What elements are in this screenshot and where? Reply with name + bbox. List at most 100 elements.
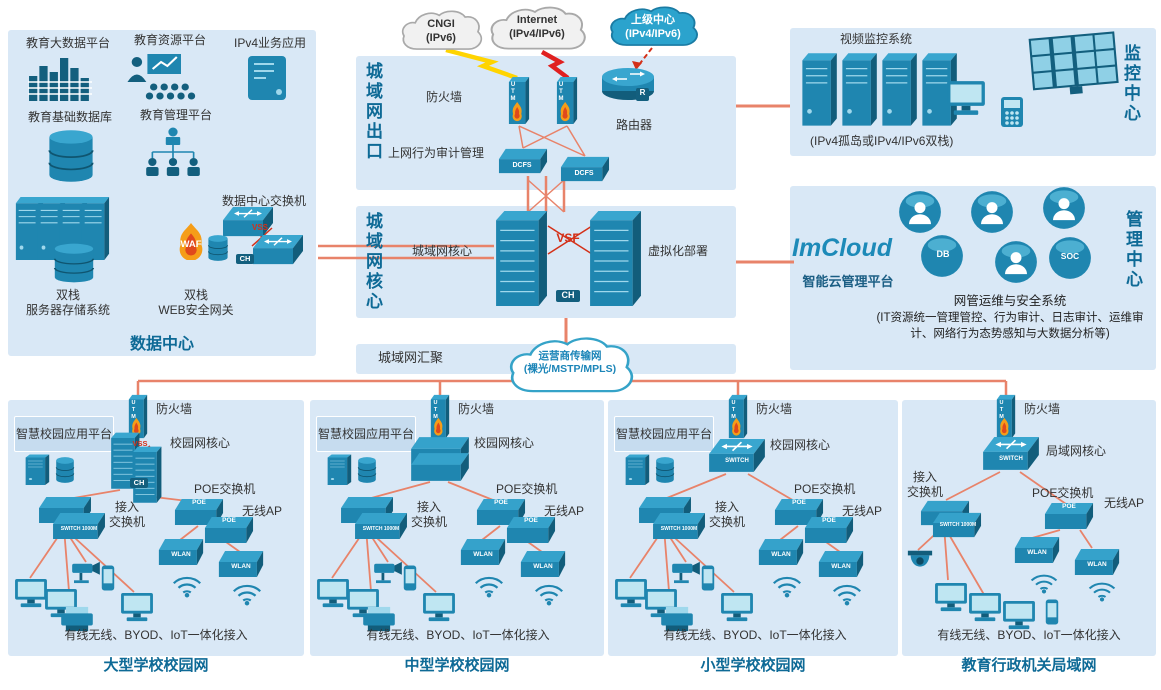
label-man-core: 城域网核心 [412,244,473,258]
app-server-icon [246,54,288,102]
campus-core-chassis-icon [132,446,162,504]
label-dual-stack-web-gateway: 双栈 WEB安全网关 [158,288,234,317]
monitor-icon [946,80,986,116]
cloud-carrier-name: 运营商传输网 [538,350,602,362]
web-gateway-db-icon [206,234,230,262]
cloud-cngi-proto: (IPv6) [426,31,456,44]
label-campus3-firewall: 防火墙 [756,402,793,416]
label-campus3-ap: 无线AP [842,504,883,518]
cloud-cngi: CNGI(IPv6) [398,8,484,54]
label-campus1-access: 接入 交换机 [108,500,145,529]
core-chassis-icon [494,210,548,308]
vsf-label: VSF [556,231,580,245]
label-campus3-core: 校园网核心 [770,438,831,452]
database-icon [54,456,76,484]
poe-label: POE [524,517,538,524]
wifi-signal-icon [830,582,864,606]
pc-monitor-icon [720,592,754,622]
label-aggregation: 城域网汇聚 [378,350,444,365]
label-campus2-access: 接入 交换机 [410,500,447,529]
phone-icon [700,564,716,592]
ch-bad​ge: CH [236,254,254,264]
poe-label: POE [192,499,206,506]
vss-label: VSS [251,223,268,232]
phone-icon [100,564,116,592]
switch-label: SWITCH [725,458,749,464]
db-label: DB [936,249,950,259]
label-campus1-ap: 无线AP [242,504,283,518]
label-ipv4-app: IPv4业务应用 [233,36,306,50]
pc-monitor-icon [422,592,456,622]
app-server-icon [624,454,650,486]
pc-monitor-icon [968,592,1002,622]
database-icon [44,128,98,184]
campus1-app-platform-box: 智慧校园应用平台 [14,416,114,452]
ch-badge: CH [556,290,580,302]
label-dc-switch: 数据中心交换机 [221,194,306,208]
cloud-carrier-tech: (裸光/MSTP/MPLS) [523,363,617,376]
dcfs-label: DCFS [574,170,594,177]
cloud-upper-center: 上级中心(IPv4/IPv6) [606,4,700,50]
utm-label: UTM [998,400,1005,421]
label-basic-database: 教育基础数据库 [27,110,112,124]
camera-icon [70,560,102,584]
label-nms-desc: (IT资源统一管理管控、行为审计、日志审计、运维审计、网络行为态势感知与大数据分… [876,312,1144,341]
campus3-app-platform-box: 智慧校园应用平台 [614,416,714,452]
switch-1000m-label: SWITCH 1000M [660,526,698,532]
switch-1000m-label: SWITCH 1000M [60,526,98,532]
cloud-carrier-network: 运营商传输网(裸光/MSTP/MPLS) [504,334,636,398]
org-chart-icon [140,126,206,178]
label-cloud-platform: 智能云管理平台 [802,274,894,289]
pc-monitor-icon [14,578,48,608]
utm-label: UTM [730,400,737,421]
panel-title-data-center: 数据中心 [129,336,194,353]
database-icon [654,456,676,484]
lan-core-switch-icon [982,436,1040,472]
label-campus2-firewall: 防火墙 [458,402,495,416]
panel-title-man-exit: 城域网出口 [363,62,382,162]
label-campus4-access: 接入 交换机 [906,470,943,499]
label-router: 路由器 [616,118,653,132]
label-virtualization: 虚拟化部署 [648,244,709,258]
keypad-icon [1000,96,1024,128]
panel-title-monitoring: 监控中心 [1121,44,1140,124]
label-audit: 上网行为审计管理 [388,146,485,160]
bar-chart-icon [28,56,92,102]
core-chassis-icon [588,210,642,308]
app-server-icon [24,454,50,486]
panel-title-man-core: 城域网核心 [363,212,382,312]
panel-title-campus-medium: 中型学校校园网 [404,657,510,674]
wifi-signal-icon [1086,580,1118,602]
pc-monitor-icon [316,578,350,608]
wlan-label: WLAN [1087,561,1107,568]
label-campus3-poe: POE交换机 [794,482,856,496]
switch-1000m-label: SWITCH 1000M [362,526,400,532]
dcfs-switch-icon [560,156,610,182]
video-wall-icon [1027,30,1120,99]
label-resource-platform: 教育资源平台 [133,33,206,47]
campus-core-switch-icon [708,438,766,474]
dcfs-label: DCFS [512,162,532,169]
phone-icon [1044,598,1060,626]
ops-sphere-icon [970,190,1014,234]
app-server-icon [326,454,352,486]
video-server-icon [840,52,878,128]
ch-badge: CH [130,478,148,488]
wlan-label: WLAN [473,551,493,558]
label-nms-title: 网管运维与安全系统 [953,294,1067,308]
label-campus1-core: 校园网核心 [170,436,231,450]
label-firewall-exit: 防火墙 [426,90,463,104]
label-video-system: 视频监控系统 [840,32,913,46]
wlan-label: WLAN [771,551,791,558]
cloud-cngi-name: CNGI [427,18,455,30]
panel-title-campus-large: 大型学校校园网 [103,657,209,674]
panel-title-management: 管理中心 [1123,210,1142,290]
pc-monitor-icon [614,578,648,608]
database-icon [356,456,378,484]
panel-title-edu-admin-lan: 教育行政机关局域网 [961,657,1097,674]
label-campus3-converged: 有线无线、BYOD、IoT一体化接入 [663,628,847,642]
wifi-signal-icon [532,582,566,606]
pc-monitor-icon [1002,600,1036,630]
label-campus2-converged: 有线无线、BYOD、IoT一体化接入 [366,628,550,642]
